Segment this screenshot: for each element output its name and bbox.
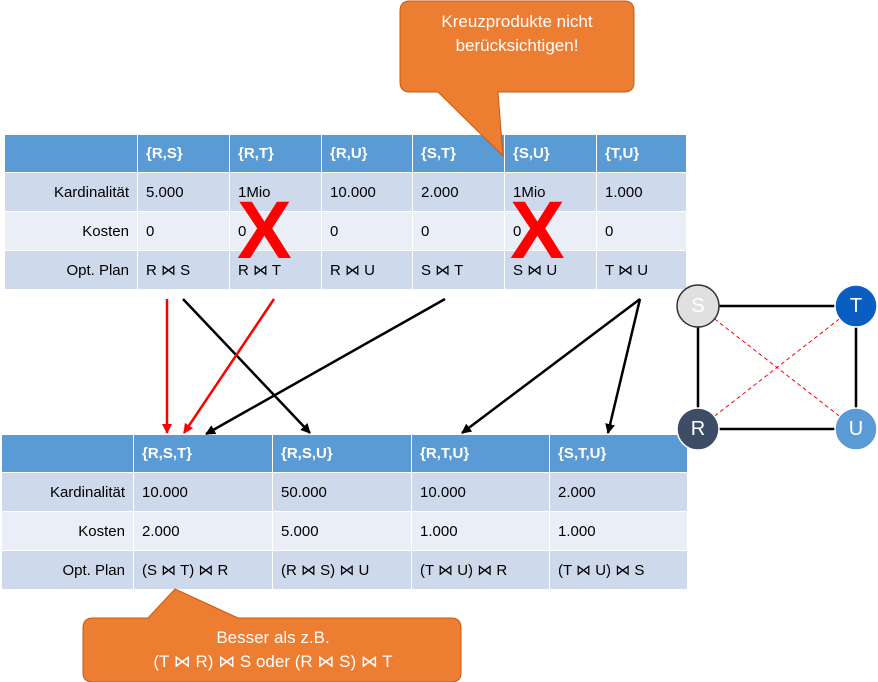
table-cell: 1.000 <box>596 172 687 212</box>
table-cell: 2.000 <box>549 472 688 512</box>
cross-product-mark-rt: X <box>237 185 292 276</box>
table-cell: 10.000 <box>411 472 550 512</box>
header-cell: {S,T} <box>412 134 505 173</box>
graph-dashed-edge-t-r <box>697 305 857 430</box>
table-row: Opt. Plan R ⋈ S R ⋈ T R ⋈ U S ⋈ T S ⋈ U … <box>4 250 687 290</box>
header-cell: {S,T,U} <box>549 434 688 473</box>
cross-product-mark-su: X <box>510 185 565 276</box>
table-row: Opt. Plan (S ⋈ T) ⋈ R (R ⋈ S) ⋈ U (T ⋈ U… <box>1 550 688 590</box>
table-cell: 5.000 <box>137 172 230 212</box>
row-label: Kardinalität <box>4 172 138 212</box>
table-cell: 1.000 <box>549 511 688 551</box>
callout-top-text: Kreuzprodukte nicht berücksichtigen! <box>404 10 630 58</box>
table-cell: R ⋈ U <box>321 250 413 290</box>
graph-dashed-edge-s-u <box>697 305 857 430</box>
table-cell: 0 <box>412 211 505 251</box>
callout-bottom-line1: Besser als z.B. <box>216 628 330 647</box>
arrow-red-rt <box>182 298 276 434</box>
row-label: Opt. Plan <box>4 250 138 290</box>
callout-top-line2: berücksichtigen! <box>455 36 579 55</box>
table-cell: S ⋈ U <box>504 250 597 290</box>
table-cell: 10.000 <box>133 472 273 512</box>
table-cell: 0 <box>596 211 687 251</box>
header-cell: {T,U} <box>596 134 687 173</box>
graph-node-s-label: S <box>691 295 705 317</box>
header-cell: {R,S,U} <box>272 434 412 473</box>
header-cell <box>4 134 138 173</box>
table-cell: 1.000 <box>411 511 550 551</box>
table-cell: 0 <box>321 211 413 251</box>
row-label: Opt. Plan <box>1 550 134 590</box>
table-cell: 1Mio <box>229 172 322 212</box>
table-cell: 10.000 <box>321 172 413 212</box>
table-row: Kardinalität 10.000 50.000 10.000 2.000 <box>1 472 688 512</box>
table-cell: (S ⋈ T) ⋈ R <box>133 550 273 590</box>
callout-bottom-line2: (T ⋈ R) ⋈ S oder (R ⋈ S) ⋈ T <box>153 652 393 671</box>
header-cell: {R,T,U} <box>411 434 550 473</box>
graph-node-t-label: T <box>849 295 863 317</box>
arrow-tu-to-stu <box>605 298 642 434</box>
header-cell <box>1 434 134 473</box>
triples-table-header: {R,S,T} {R,S,U} {R,T,U} {S,T,U} <box>1 434 688 473</box>
table-row: Kosten 2.000 5.000 1.000 1.000 <box>1 511 688 551</box>
row-label: Kosten <box>1 511 134 551</box>
header-cell: {S,U} <box>504 134 597 173</box>
table-row: Kosten 0 0 0 0 0 0 <box>4 211 687 251</box>
table-cell: 2.000 <box>412 172 505 212</box>
table-cell: S ⋈ T <box>412 250 505 290</box>
table-cell: R ⋈ T <box>229 250 322 290</box>
callout-bottom-text: Besser als z.B. (T ⋈ R) ⋈ S oder (R ⋈ S)… <box>86 626 460 674</box>
table-row: Kardinalität 5.000 1Mio 10.000 2.000 1Mi… <box>4 172 687 212</box>
table-cell: 0 <box>504 211 597 251</box>
graph-node-u-label: U <box>848 418 864 440</box>
table-cell: R ⋈ S <box>137 250 230 290</box>
header-cell: {R,T} <box>229 134 322 173</box>
header-cell: {R,U} <box>321 134 413 173</box>
table-cell: 2.000 <box>133 511 273 551</box>
row-label: Kardinalität <box>1 472 134 512</box>
header-cell: {R,S,T} <box>133 434 273 473</box>
table-cell: 50.000 <box>272 472 412 512</box>
row-label: Kosten <box>4 211 138 251</box>
table-cell: 0 <box>137 211 230 251</box>
pairs-table: {R,S} {R,T} {R,U} {S,T} {S,U} {T,U} Kard… <box>4 134 687 290</box>
table-cell: 5.000 <box>272 511 412 551</box>
table-cell: (T ⋈ U) ⋈ R <box>411 550 550 590</box>
pairs-table-header: {R,S} {R,T} {R,U} {S,T} {S,U} {T,U} <box>4 134 687 173</box>
header-cell: {R,S} <box>137 134 230 173</box>
arrow-rs-to-rsu <box>182 298 311 434</box>
graph-node-r-label: R <box>690 418 706 440</box>
arrow-tu-to-rtu <box>461 298 641 434</box>
table-cell: (R ⋈ S) ⋈ U <box>272 550 412 590</box>
triples-table: {R,S,T} {R,S,U} {R,T,U} {S,T,U} Kardinal… <box>1 434 688 590</box>
table-cell: T ⋈ U <box>596 250 687 290</box>
arrow-st-to-rst <box>205 297 446 436</box>
callout-top-line1: Kreuzprodukte nicht <box>441 12 593 31</box>
table-cell: (T ⋈ U) ⋈ S <box>549 550 688 590</box>
